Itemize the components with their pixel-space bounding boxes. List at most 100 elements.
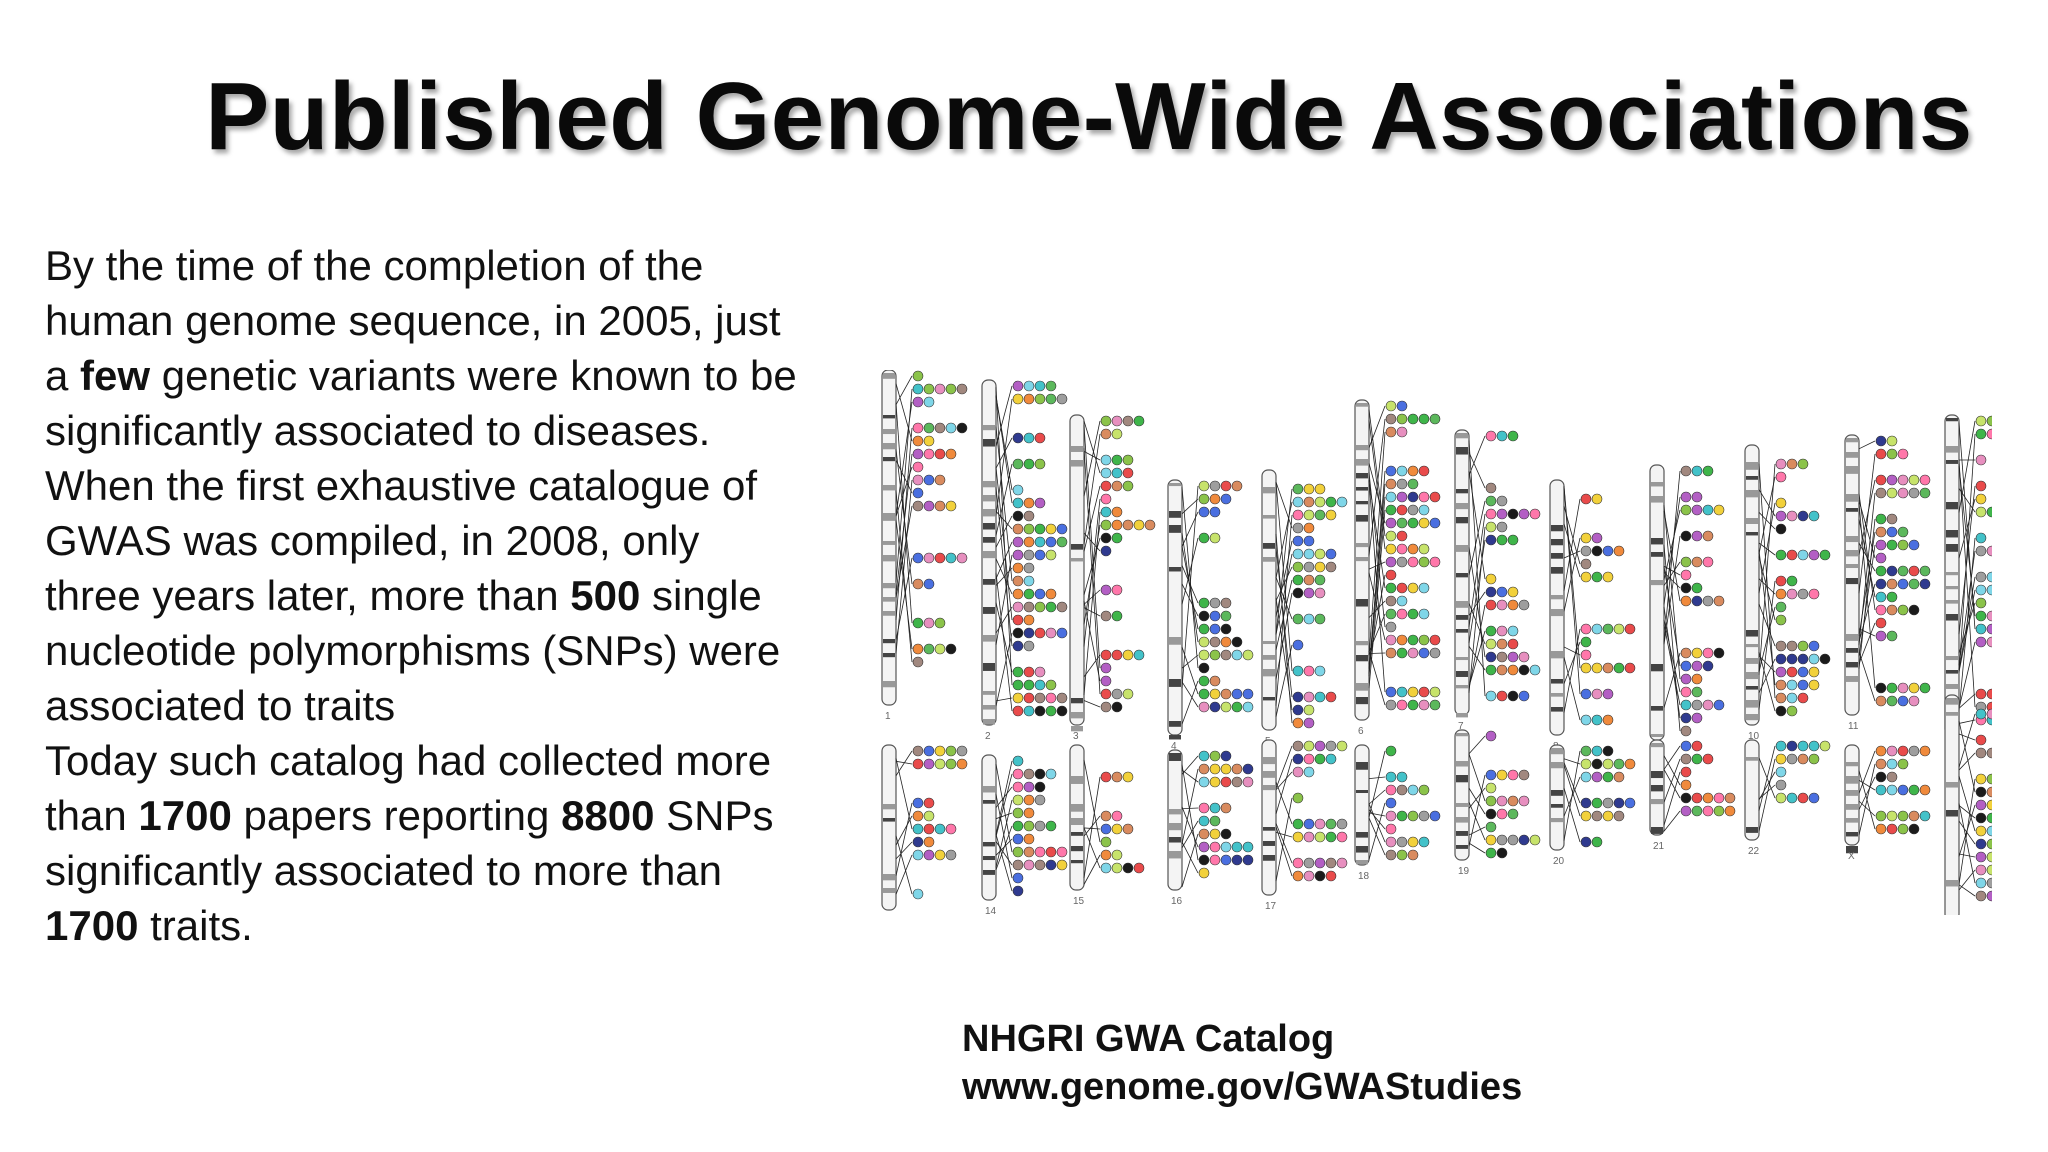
chromosome-band — [1071, 832, 1083, 836]
trait-dot — [1012, 705, 1024, 717]
trait-dot — [1045, 820, 1057, 832]
text-run: genetic variants were known to be signif… — [45, 352, 797, 454]
trait-dot — [1418, 543, 1430, 555]
trait-dot — [1396, 582, 1408, 594]
trait-dot — [1908, 487, 1920, 499]
trait-dot — [1407, 478, 1419, 490]
trait-dot — [1034, 497, 1046, 509]
trait-dot — [912, 370, 924, 382]
association-line — [1663, 755, 1681, 786]
trait-dot — [1292, 639, 1304, 651]
association-line — [1181, 680, 1199, 725]
chromosome-band — [1356, 683, 1368, 691]
trait-dot — [1591, 758, 1603, 770]
association-line — [1858, 750, 1876, 794]
association-line — [1858, 440, 1876, 450]
trait-dot — [1220, 854, 1232, 866]
trait-dot — [1418, 491, 1430, 503]
trait-dot — [1507, 834, 1519, 846]
trait-dot — [1385, 478, 1397, 490]
trait-dot — [1198, 623, 1210, 635]
trait-dot — [1111, 688, 1123, 700]
trait-dot — [1220, 841, 1232, 853]
chromosome-label: 7 — [1458, 721, 1464, 732]
trait-dot — [1292, 870, 1304, 882]
trait-dot — [1691, 465, 1703, 477]
trait-dot — [1122, 771, 1134, 783]
trait-dot — [1012, 432, 1024, 444]
chromosome-band — [1846, 508, 1858, 512]
association-line — [1181, 532, 1199, 643]
trait-dot — [1680, 504, 1692, 516]
trait-dot — [1496, 495, 1508, 507]
trait-dot — [934, 422, 946, 434]
association-line — [1468, 646, 1486, 671]
trait-dot — [1292, 509, 1304, 521]
association-line — [1083, 759, 1101, 843]
chromosome-band — [1456, 685, 1468, 689]
trait-dot — [1336, 831, 1348, 843]
trait-dot — [1886, 630, 1898, 642]
chromosome-band — [1846, 648, 1858, 653]
chromosome-band — [1946, 418, 1958, 422]
association-line — [1858, 500, 1876, 559]
caption-catalog-name: NHGRI GWA Catalog — [962, 1018, 1335, 1060]
association-line — [1758, 542, 1776, 556]
trait-dot — [1314, 857, 1326, 869]
trait-dot — [1496, 847, 1508, 859]
trait-dot — [1056, 705, 1068, 717]
chromosome-band — [1356, 445, 1368, 451]
trait-dot — [1100, 662, 1112, 674]
chromosome-band — [1356, 641, 1368, 646]
trait-dot — [1886, 823, 1898, 835]
trait-dot — [912, 810, 924, 822]
trait-dot — [1122, 480, 1134, 492]
chromosome-band — [1651, 743, 1663, 748]
trait-dot — [1012, 601, 1024, 613]
trait-dot — [1808, 679, 1820, 691]
chromosome-band — [883, 874, 895, 881]
chromosome-band — [1946, 544, 1958, 552]
trait-dot — [1775, 588, 1787, 600]
chromosome-band — [1071, 846, 1083, 852]
association-line — [1563, 628, 1581, 713]
trait-dot — [1133, 415, 1145, 427]
trait-dot — [1023, 549, 1035, 561]
trait-dot — [923, 422, 935, 434]
chromosome-band — [1846, 438, 1858, 443]
trait-dot — [1819, 653, 1831, 665]
trait-dot — [1303, 740, 1315, 752]
chromosome-band — [1746, 827, 1758, 833]
trait-dot — [1396, 465, 1408, 477]
trait-dot — [1591, 532, 1603, 544]
trait-dot — [1775, 575, 1787, 587]
trait-dot — [1613, 771, 1625, 783]
association-line — [1858, 776, 1876, 810]
trait-dot — [1034, 627, 1046, 639]
trait-dot — [1680, 647, 1692, 659]
trait-dot — [1986, 584, 1992, 596]
trait-dot — [1507, 638, 1519, 650]
trait-dot — [1691, 582, 1703, 594]
trait-dot — [1691, 740, 1703, 752]
trait-dot — [1418, 556, 1430, 568]
trait-dot — [934, 552, 946, 564]
chromosome-band — [1169, 851, 1181, 859]
trait-dot — [1808, 640, 1820, 652]
chromosome-band — [1651, 799, 1663, 805]
trait-dot — [1292, 753, 1304, 765]
trait-dot — [1680, 582, 1692, 594]
trait-dot — [1325, 561, 1337, 573]
chromosome-band — [1551, 790, 1563, 796]
trait-dot — [1100, 519, 1112, 531]
association-line — [1083, 448, 1101, 695]
chromosome-band — [1651, 771, 1663, 779]
chromosome-band — [1551, 567, 1563, 574]
trait-dot — [1429, 413, 1441, 425]
trait-dot — [1691, 491, 1703, 503]
chromosome-band — [983, 523, 995, 530]
trait-dot — [1429, 517, 1441, 529]
text-run: Today such catalog had collected more th… — [45, 737, 772, 839]
trait-dot — [1485, 782, 1497, 794]
trait-dot — [1897, 695, 1909, 707]
